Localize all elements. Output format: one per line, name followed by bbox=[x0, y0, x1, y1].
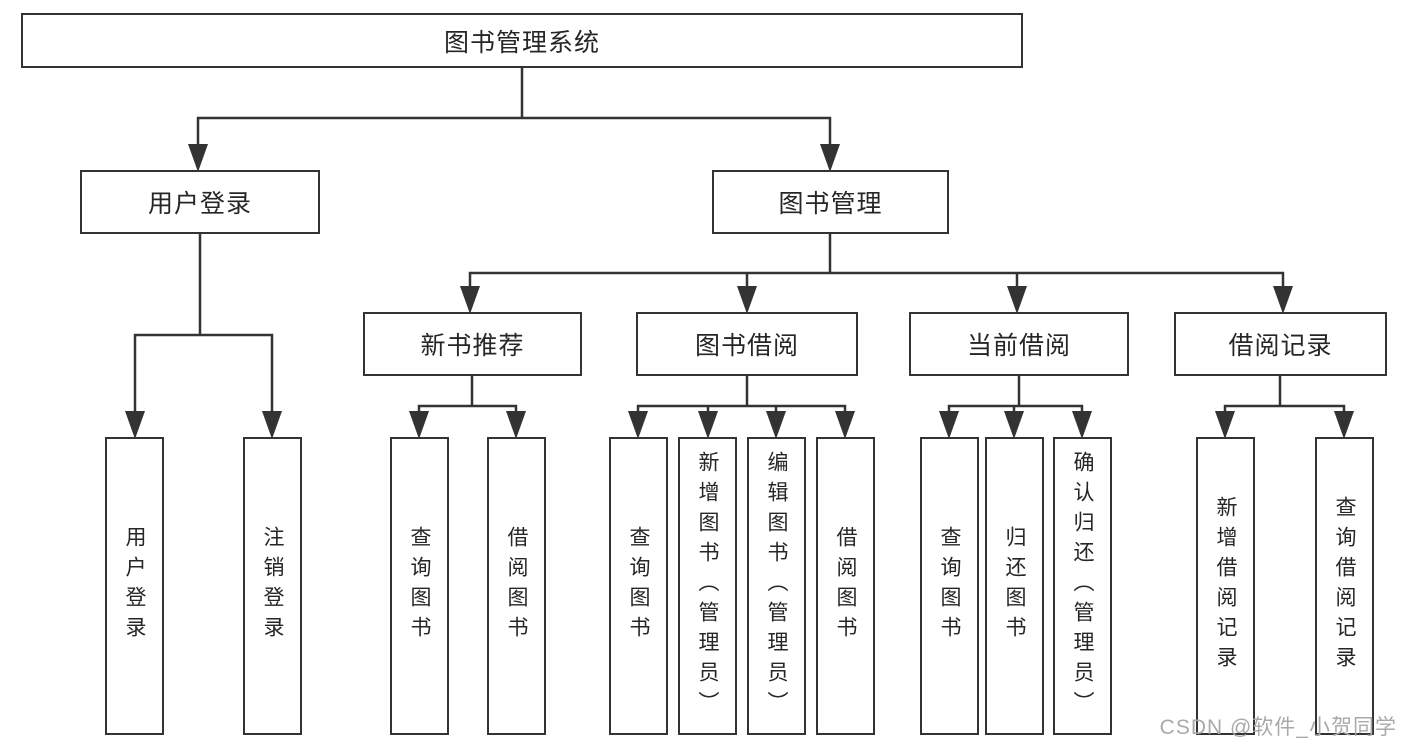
leaf-user-login: 用户登录 bbox=[105, 437, 164, 735]
node-label: 归还图书 bbox=[1003, 526, 1026, 646]
leaf-edit-book-admin: 编辑图书（管理员） bbox=[747, 437, 806, 735]
leaf-query-books: 查询图书 bbox=[609, 437, 668, 735]
node-label: 图书借阅 bbox=[694, 332, 799, 360]
node-label: 借阅图书 bbox=[834, 526, 857, 646]
leaf-return-book: 归还图书 bbox=[985, 437, 1044, 735]
node-label: 新增图书（管理员） bbox=[696, 451, 719, 721]
node-label: 注销登录 bbox=[261, 526, 284, 646]
node-user-login: 用户登录 bbox=[80, 170, 320, 234]
node-new-book-recommend: 新书推荐 bbox=[363, 312, 582, 376]
node-label: 新增借阅记录 bbox=[1214, 496, 1237, 676]
node-label: 查询图书 bbox=[408, 526, 431, 646]
node-label: 当前借阅 bbox=[966, 332, 1071, 360]
node-current-borrow: 当前借阅 bbox=[909, 312, 1129, 376]
node-label: 编辑图书（管理员） bbox=[765, 451, 788, 721]
leaf-query-books: 查询图书 bbox=[920, 437, 979, 735]
leaf-add-borrow-record: 新增借阅记录 bbox=[1196, 437, 1255, 735]
leaf-logout: 注销登录 bbox=[243, 437, 302, 735]
node-borrow-records: 借阅记录 bbox=[1174, 312, 1387, 376]
node-book-management: 图书管理 bbox=[712, 170, 949, 234]
node-label: 图书管理 bbox=[778, 190, 883, 218]
node-book-borrow: 图书借阅 bbox=[636, 312, 858, 376]
leaf-borrow-books: 借阅图书 bbox=[487, 437, 546, 735]
watermark: CSDN @软件_小贺同学 bbox=[1159, 716, 1397, 739]
node-label: 查询图书 bbox=[938, 526, 961, 646]
node-label: 图书管理系统 bbox=[443, 28, 600, 57]
node-label: 借阅记录 bbox=[1228, 332, 1333, 360]
leaf-query-borrow-record: 查询借阅记录 bbox=[1315, 437, 1374, 735]
node-label: 确认归还（管理员） bbox=[1071, 451, 1094, 721]
node-label: 新书推荐 bbox=[420, 332, 525, 360]
leaf-borrow-books: 借阅图书 bbox=[816, 437, 875, 735]
node-label: 用户登录 bbox=[147, 190, 252, 218]
node-library-system: 图书管理系统 bbox=[21, 13, 1023, 68]
leaf-add-book-admin: 新增图书（管理员） bbox=[678, 437, 737, 735]
node-label: 用户登录 bbox=[123, 526, 146, 646]
leaf-confirm-return-admin: 确认归还（管理员） bbox=[1053, 437, 1112, 735]
node-label: 借阅图书 bbox=[505, 526, 528, 646]
node-label: 查询图书 bbox=[627, 526, 650, 646]
node-label: 查询借阅记录 bbox=[1333, 496, 1356, 676]
leaf-query-books: 查询图书 bbox=[390, 437, 449, 735]
